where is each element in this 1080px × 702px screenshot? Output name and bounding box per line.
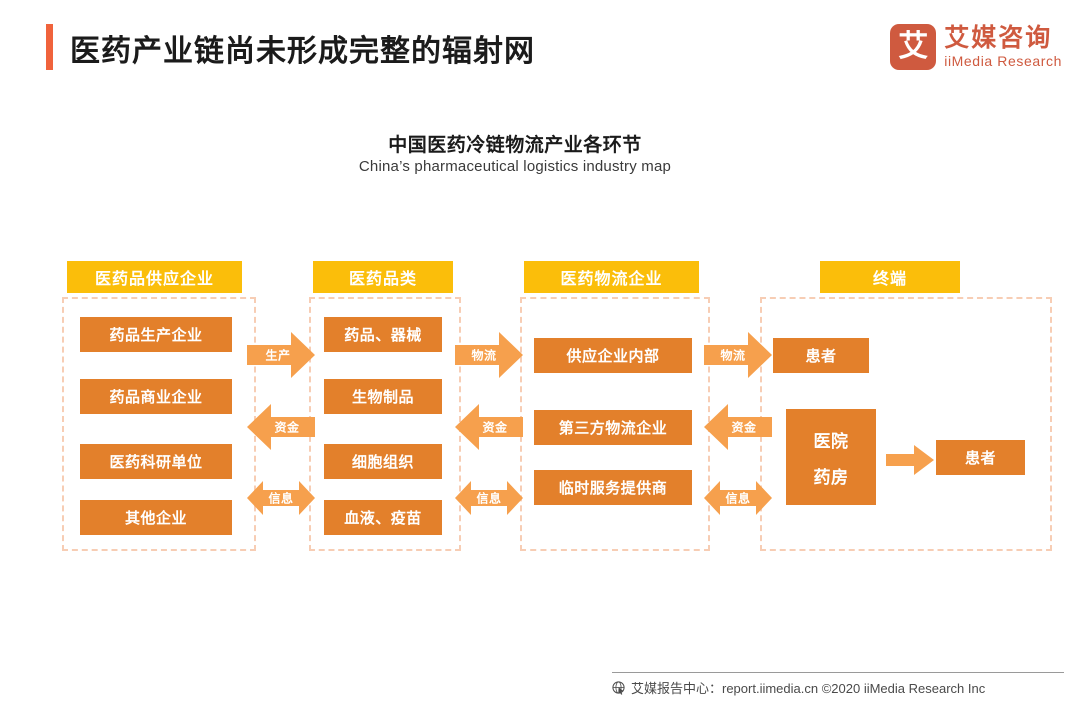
column-header-terminal: 终端	[820, 261, 960, 293]
connector-info-both-arrow-3: 信息	[704, 481, 772, 515]
node-logistics-2[interactable]: 第三方物流企业	[534, 410, 692, 445]
title-accent-bar	[46, 24, 53, 70]
node-category-1[interactable]: 药品、器械	[324, 317, 442, 352]
connector-info-both-arrow-2: 信息	[455, 481, 523, 515]
node-category-2[interactable]: 生物制品	[324, 379, 442, 414]
connector-logistics-right-arrow-2: 物流	[704, 332, 772, 378]
logo-name-cn: 艾媒咨询	[944, 24, 1053, 52]
connector-label-logistics-2: 物流	[720, 348, 746, 363]
connector-label-capital-2: 资金	[482, 420, 508, 435]
connector-label-logistics-1: 物流	[471, 348, 497, 363]
hospital-line-2: 药房	[813, 467, 849, 487]
brand-logo: 艾 艾媒咨询 iiMedia Research	[890, 24, 1062, 70]
node-supply-3[interactable]: 医药科研单位	[80, 444, 232, 479]
footer: 艾媒报告中心：report.iimedia.cn ©2020 iiMedia R…	[612, 678, 985, 697]
connector-capital-left-arrow-2: 资金	[455, 404, 523, 450]
connector-capital-left-arrow-1: 资金	[247, 404, 315, 450]
page-title: 医药产业链尚未形成完整的辐射网	[70, 35, 535, 68]
connector-label-capital-3: 资金	[731, 420, 757, 435]
node-category-4[interactable]: 血液、疫苗	[324, 500, 442, 535]
node-terminal-patient-top[interactable]: 患者	[773, 338, 869, 373]
connector-info-both-arrow-1: 信息	[247, 481, 315, 515]
node-supply-1[interactable]: 药品生产企业	[80, 317, 232, 352]
connector-produce-right-arrow: 生产	[247, 332, 315, 378]
footer-text: 艾媒报告中心：report.iimedia.cn ©2020 iiMedia R…	[631, 681, 986, 696]
connector-logistics-right-arrow-1: 物流	[455, 332, 523, 378]
connector-capital-left-arrow-3: 资金	[704, 404, 772, 450]
column-header-supply-enterprises: 医药品供应企业	[67, 261, 242, 293]
connector-label-info-2: 信息	[476, 491, 502, 506]
node-terminal-patient-right[interactable]: 患者	[936, 440, 1025, 475]
node-supply-4[interactable]: 其他企业	[80, 500, 232, 535]
logo-text: 艾媒咨询 iiMedia Research	[944, 24, 1062, 70]
node-logistics-3[interactable]: 临时服务提供商	[534, 470, 692, 505]
footer-divider	[612, 672, 1064, 673]
node-supply-2[interactable]: 药品商业企业	[80, 379, 232, 414]
connector-label-produce: 生产	[265, 348, 291, 363]
node-category-3[interactable]: 细胞组织	[324, 444, 442, 479]
logo-mark-icon: 艾	[890, 24, 937, 70]
connector-label-capital-1: 资金	[274, 420, 300, 435]
page-header: 医药产业链尚未形成完整的辐射网 艾 艾媒咨询 iiMedia Research	[0, 0, 1080, 100]
connector-label-info-3: 信息	[725, 491, 751, 506]
node-terminal-hospital-pharmacy[interactable]: 医院 药房	[786, 409, 876, 505]
chart-subtitle: China’s pharmaceutical logistics industr…	[358, 158, 672, 175]
hospital-line-1: 医院	[813, 431, 849, 451]
column-header-logistics-enterprises: 医药物流企业	[524, 261, 699, 293]
globe-cursor-icon	[612, 680, 626, 695]
chart-title: 中国医药冷链物流产业各环节	[388, 135, 642, 156]
connector-hospital-to-patient-arrow	[886, 445, 934, 475]
node-logistics-1[interactable]: 供应企业内部	[534, 338, 692, 373]
logo-name-en: iiMedia Research	[944, 53, 1062, 69]
connector-label-info-1: 信息	[268, 491, 294, 506]
column-header-product-categories: 医药品类	[313, 261, 453, 293]
